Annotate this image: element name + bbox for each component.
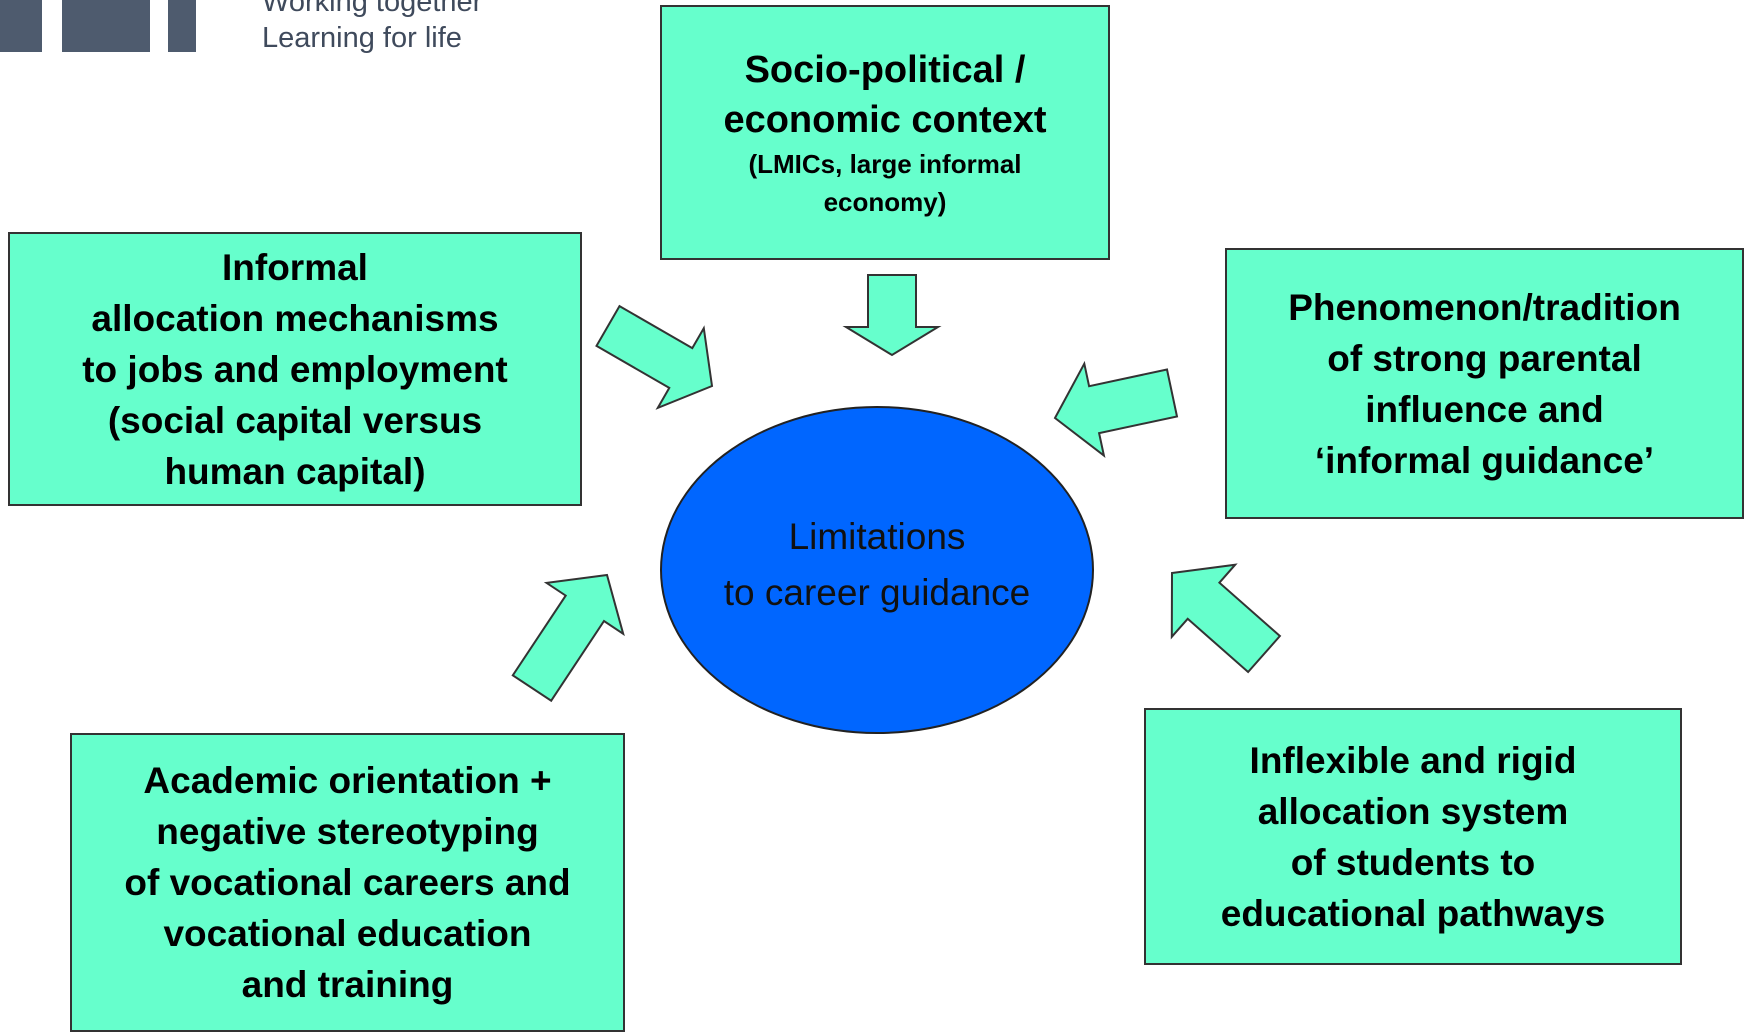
logo-bar-1 xyxy=(0,0,42,52)
rigid-allocation-box: Inflexible and rigid allocation system o… xyxy=(1144,708,1682,965)
limitations-label: Limitations to career guidance xyxy=(723,516,1031,613)
informal-allocation-text: Informal allocation mechanisms to jobs a… xyxy=(82,246,508,492)
arrow-down-right-icon xyxy=(595,304,714,410)
academic-orientation-box: Academic orientation + negative stereoty… xyxy=(70,733,625,1032)
logo-tagline-line2: Learning for life xyxy=(262,22,462,54)
parental-influence-box: Phenomenon/tradition of strong parental … xyxy=(1225,248,1744,519)
rigid-allocation-text: Inflexible and rigid allocation system o… xyxy=(1220,739,1606,934)
parental-influence-text: Phenomenon/tradition of strong parental … xyxy=(1288,286,1681,481)
academic-orientation-text: Academic orientation + negative stereoty… xyxy=(124,760,571,1005)
logo-tagline-line1: Working together xyxy=(262,0,483,18)
context-box-title: Socio-political / economic context xyxy=(723,48,1047,141)
informal-allocation-box: Informal allocation mechanisms to jobs a… xyxy=(8,232,582,506)
arrow-down-icon xyxy=(842,274,942,357)
logo-bar-3 xyxy=(168,0,196,52)
arrow-up-left-icon xyxy=(1170,563,1282,674)
context-box: Socio-political / economic context (LMIC… xyxy=(660,5,1110,260)
logo-bar-2 xyxy=(62,0,150,52)
context-box-subtitle: (LMICs, large informal economy) xyxy=(748,148,1022,217)
arrow-left-icon xyxy=(1053,360,1179,459)
arrow-up-right-icon xyxy=(511,573,625,703)
limitations-ellipse-shape xyxy=(660,406,1094,734)
limitations-ellipse: Limitations to career guidance xyxy=(660,406,1094,734)
